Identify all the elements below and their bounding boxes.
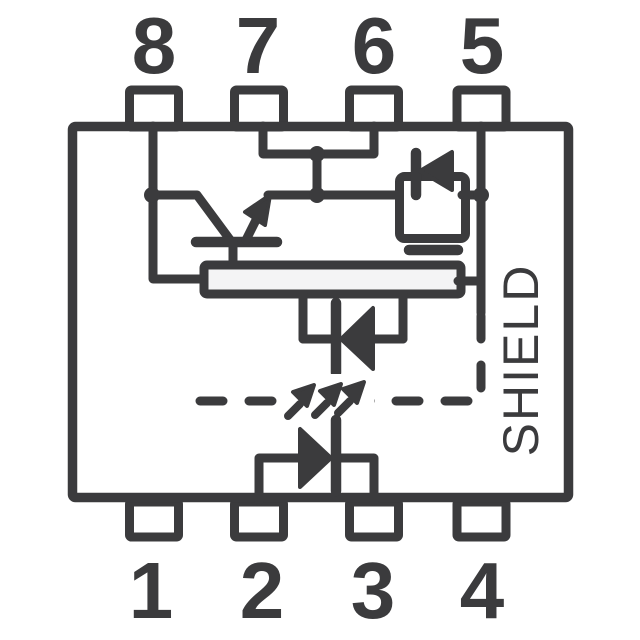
phototransistor (147, 190, 403, 271)
pin-8-lead (148, 121, 213, 284)
pin-7-box (230, 85, 288, 132)
pin-label-6: 6 (352, 1, 397, 90)
junction-dot (144, 187, 160, 203)
bottom-pin-boxes (125, 497, 511, 542)
pin-8-box (125, 85, 183, 132)
junction-dot (473, 187, 489, 203)
pin-label-3: 3 (351, 546, 396, 635)
pin-2-box (230, 497, 288, 542)
collector-wire (147, 190, 236, 246)
pin-label-8: 8 (132, 1, 177, 90)
light-arrow-3 (334, 380, 366, 417)
pin-label-7: 7 (236, 1, 281, 90)
pin-1-box (125, 497, 183, 542)
light-emission-arrows (284, 380, 366, 420)
top-pin-boxes (125, 85, 511, 132)
light-arrow-2 (311, 382, 343, 419)
emitter-arrowhead (243, 193, 272, 227)
led-cathode-riser (331, 453, 379, 506)
pin-label-1: 1 (129, 546, 174, 635)
pin-label-2: 2 (240, 546, 285, 635)
photodiode (298, 289, 408, 379)
emitter-line (241, 215, 261, 245)
light-arrow-1 (284, 383, 316, 420)
output-diode-box (395, 147, 486, 256)
led-triangle (298, 427, 333, 489)
led-anode-riser (254, 453, 306, 506)
shield-label: SHIELD (493, 264, 549, 457)
junction-dot (309, 146, 325, 162)
junction-dot (309, 187, 325, 203)
ic-body-outline (67, 121, 574, 503)
pin-label-5: 5 (460, 1, 505, 90)
diode-triangle (418, 150, 454, 192)
led (254, 414, 379, 506)
pin-4-box (452, 497, 511, 542)
pin-6-box (345, 85, 403, 132)
pin-5-box (452, 85, 511, 132)
junction-dots (144, 146, 489, 203)
pin-number-labels: 8 7 6 5 1 2 3 4 (129, 1, 505, 635)
pin-3-box (345, 497, 403, 542)
pin-label-4: 4 (460, 546, 505, 635)
photodiode-triangle (339, 306, 375, 371)
detector-ic-box (199, 260, 466, 299)
diode-box-outline (395, 172, 470, 243)
